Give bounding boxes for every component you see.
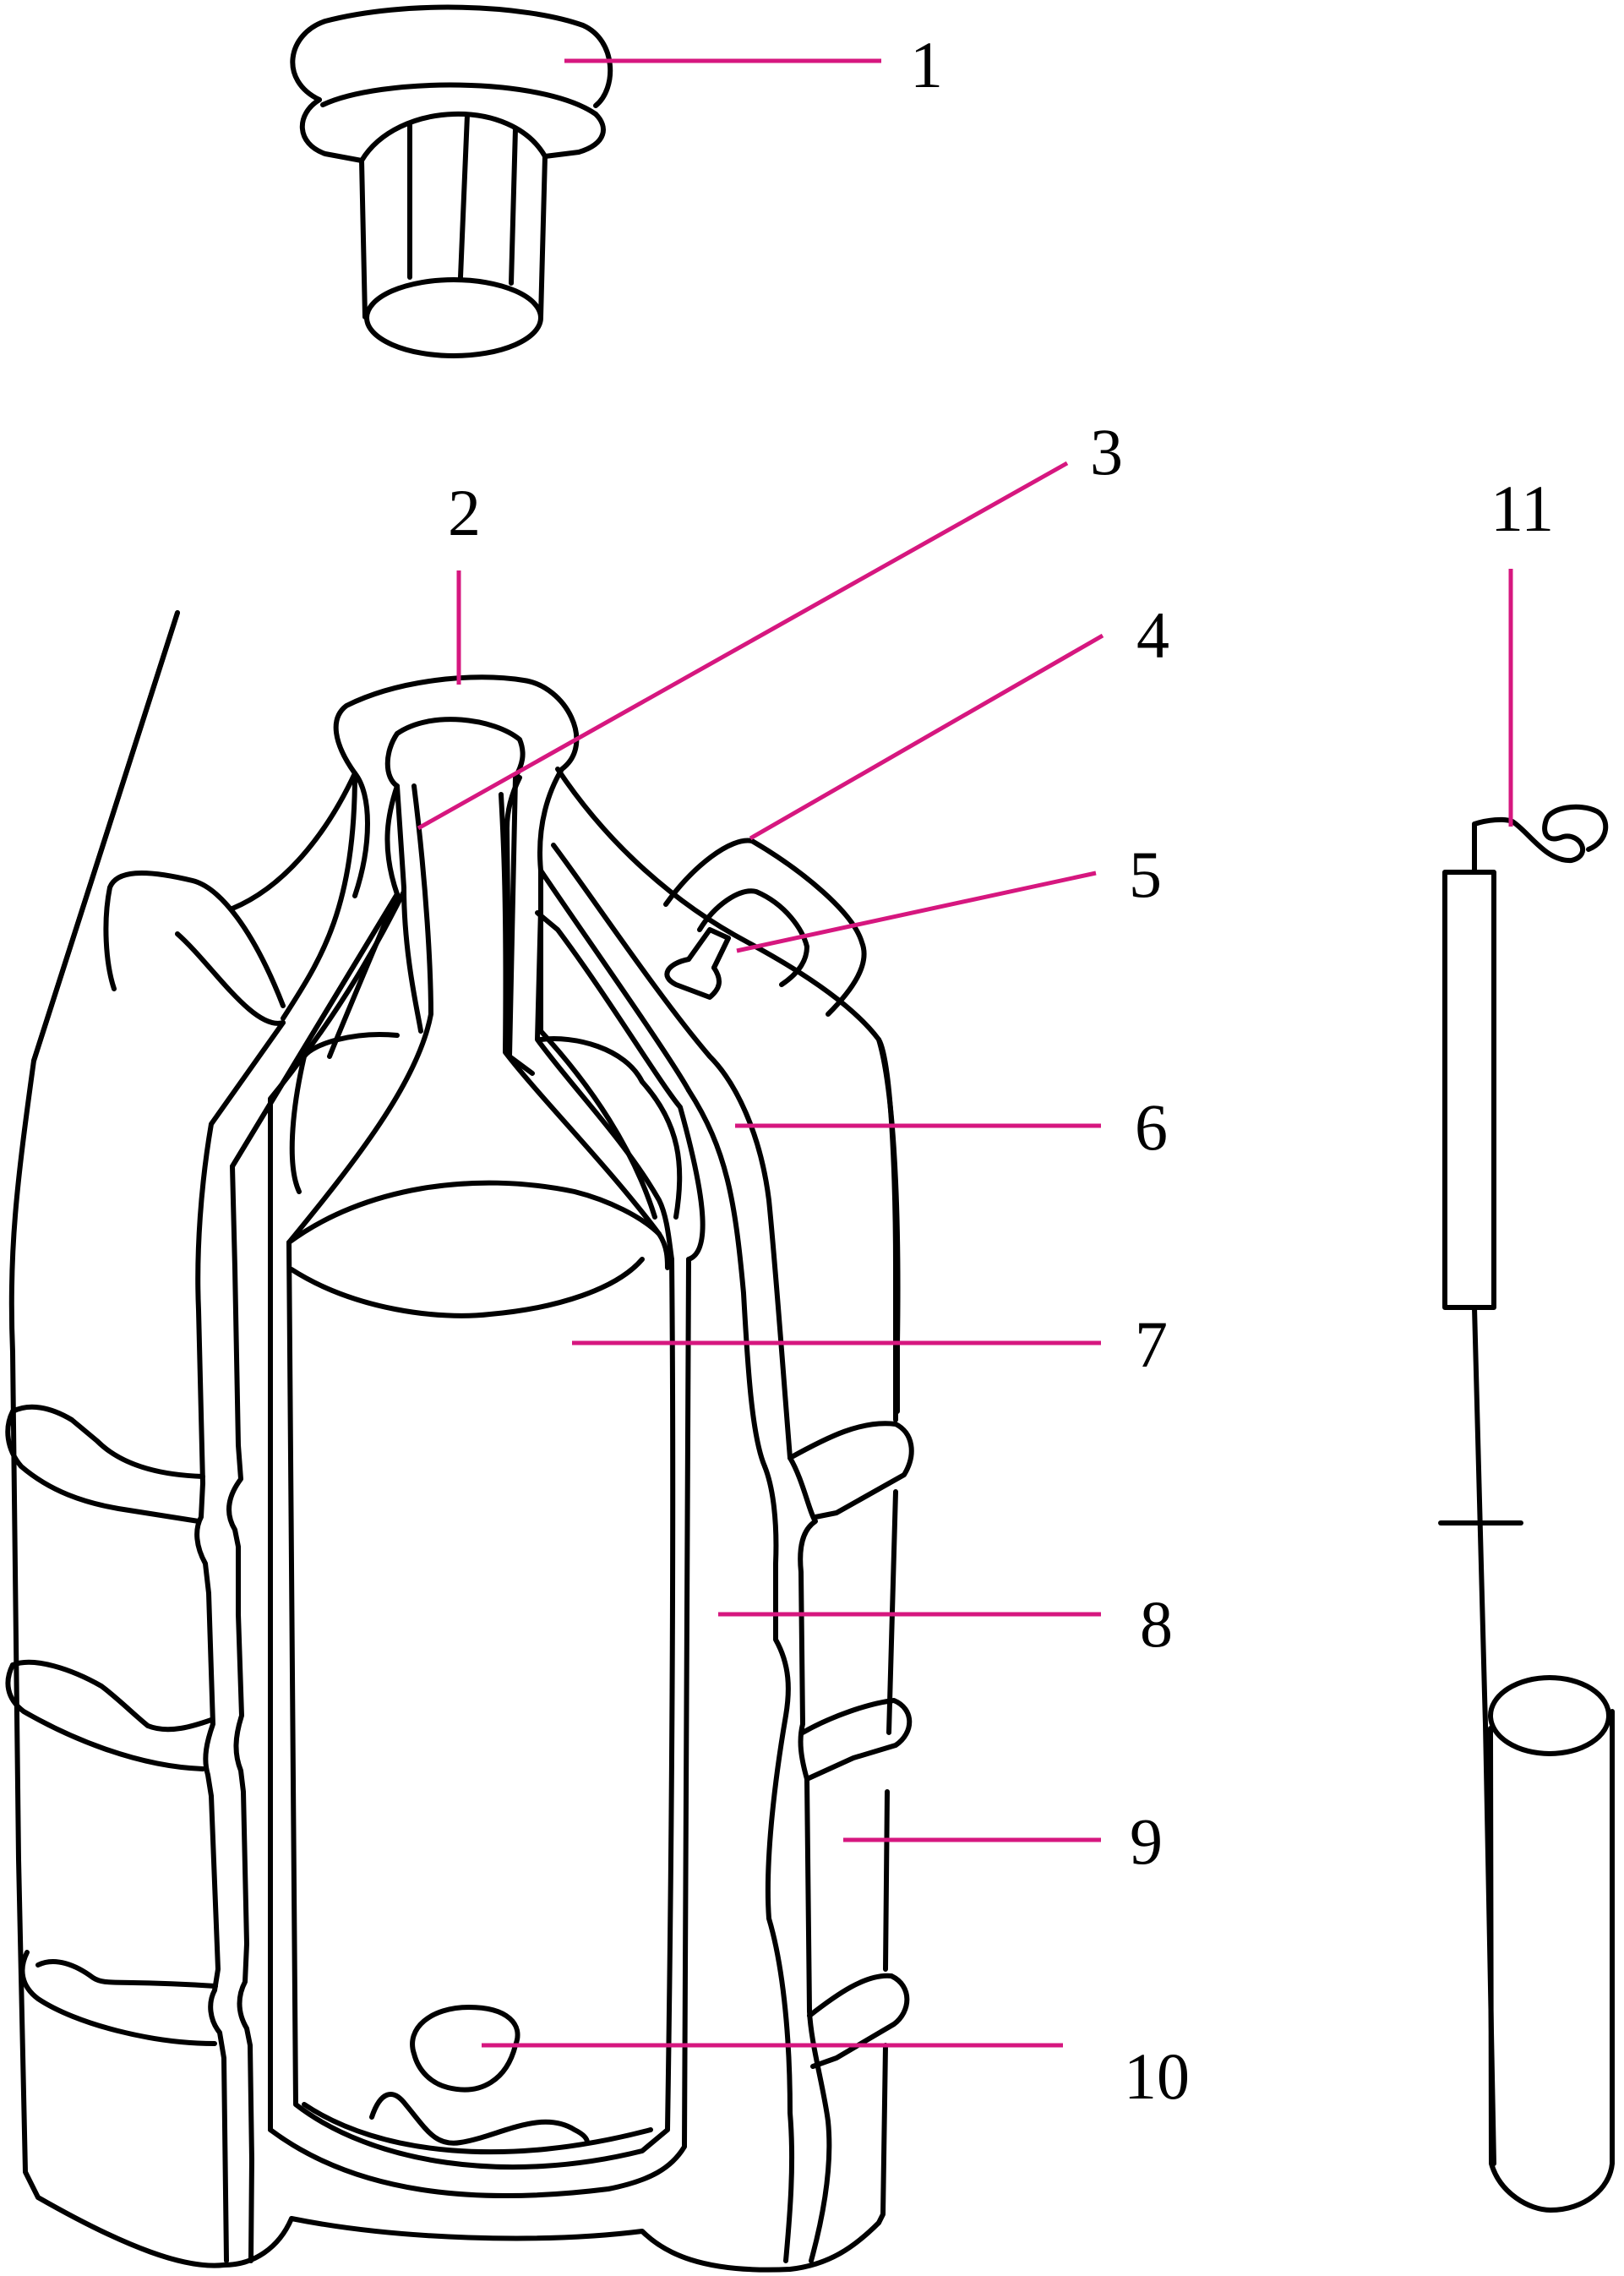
leader-line-3 — [417, 461, 1069, 831]
callout-9: 9 — [1130, 1804, 1163, 1878]
leader-line-4 — [749, 633, 1104, 841]
callout-2: 2 — [448, 476, 481, 549]
neck-and-inner-vessel — [230, 674, 706, 2198]
callout-10: 10 — [1124, 2039, 1190, 2113]
right-jacket — [538, 767, 914, 2263]
callout-1: 1 — [910, 28, 943, 101]
callout-labels: 1 2 3 4 5 6 7 8 9 10 11 — [448, 28, 1554, 2113]
leader-lines — [417, 58, 1513, 2048]
callout-11: 11 — [1490, 472, 1554, 545]
callout-8: 8 — [1140, 1587, 1173, 1661]
cap-plug — [290, 4, 613, 358]
callout-3: 3 — [1090, 415, 1123, 488]
callout-6: 6 — [1135, 1090, 1168, 1164]
leader-line-5 — [736, 871, 1097, 953]
callout-5: 5 — [1129, 838, 1162, 911]
callout-7: 7 — [1135, 1307, 1168, 1381]
probe-rod — [1438, 804, 1615, 2213]
callout-4: 4 — [1136, 598, 1169, 672]
outer-jacket — [5, 610, 881, 2273]
